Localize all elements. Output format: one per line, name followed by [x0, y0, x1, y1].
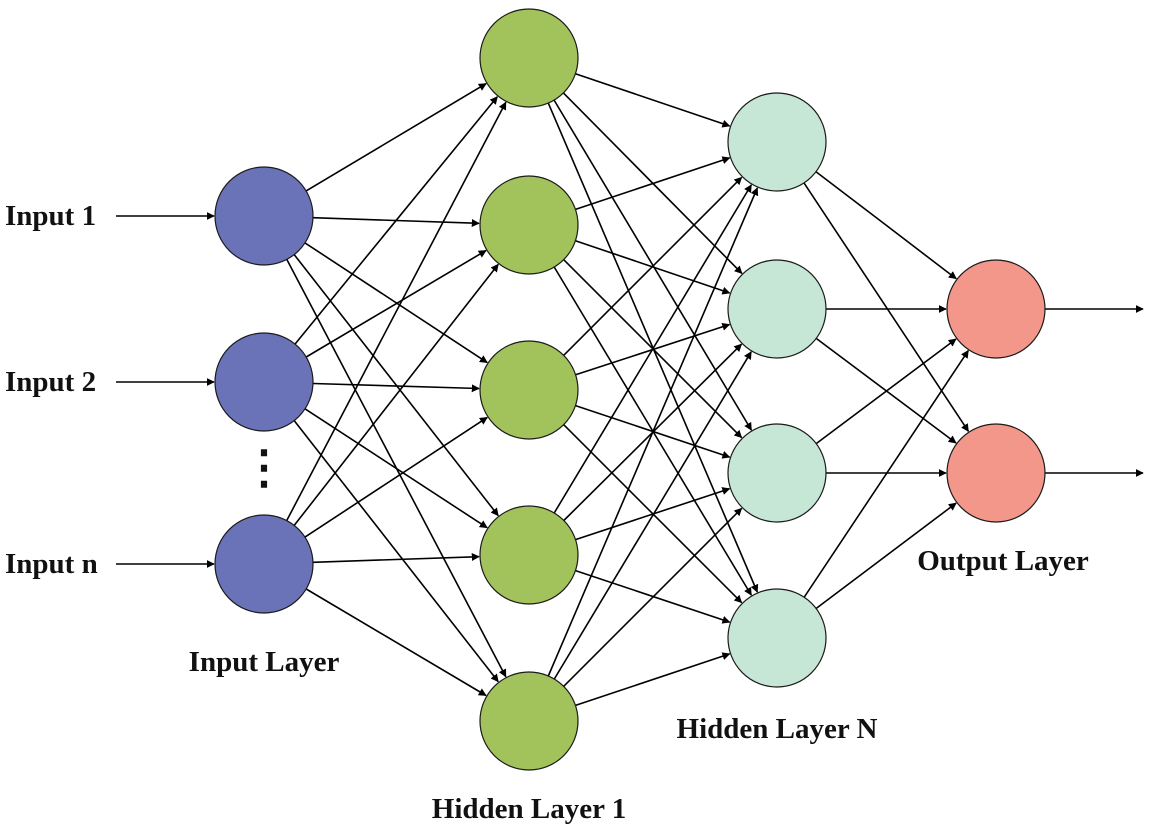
edge-input-1-to-hidden1-0: [294, 96, 498, 345]
edge-hiddenN-3-to-output-1: [815, 502, 957, 610]
io-arrows: [116, 212, 1144, 568]
ellipsis-dots: ⋮: [241, 442, 287, 493]
input-neuron-2: [214, 332, 314, 432]
neuron-nodes: [214, 8, 1046, 771]
edge-hiddenN-0-to-output-0: [815, 171, 957, 280]
hidden1-neuron-4: [479, 505, 579, 605]
edge-hidden1-1-to-hiddenN-0: [575, 156, 731, 211]
edge-input-1-to-hidden1-1: [305, 249, 487, 358]
edge-hiddenN-3-to-output-0: [803, 349, 969, 598]
hiddenN-neuron-1: [727, 92, 827, 192]
hidden1-neuron-3: [479, 340, 579, 440]
edge-hidden1-2-to-hiddenN-0: [563, 176, 743, 356]
input-1-label: Input 1: [5, 200, 96, 232]
hidden1-neuron-1: [479, 8, 579, 108]
edge-hiddenN-2-to-output-0: [815, 338, 957, 445]
edge-hiddenN-0-to-output-1: [803, 182, 970, 432]
edge-hidden1-4-to-hiddenN-3: [575, 652, 731, 707]
edge-hidden1-0-to-hiddenN-2: [553, 99, 753, 431]
edge-hidden1-4-to-hiddenN-2: [563, 507, 743, 687]
output-neuron-2: [946, 423, 1046, 523]
edge-input-0-to-hidden1-2: [304, 242, 488, 364]
edge-input-1-to-hidden1-4: [293, 420, 499, 683]
edge-input-2-to-hidden1-4: [305, 588, 487, 697]
edge-input-2-to-hidden1-1: [293, 263, 499, 526]
hidden1-neuron-2: [479, 175, 579, 275]
hidden1-neuron-5: [479, 671, 579, 771]
edge-hidden1-3-to-hiddenN-2: [575, 487, 731, 541]
edge-input-2-to-hidden1-2: [304, 416, 488, 538]
output-layer-label: Output Layer: [917, 545, 1089, 577]
input-neuron-3: [214, 514, 314, 614]
edge-hidden1-0-to-hiddenN-0: [575, 72, 731, 128]
edge-hidden1-4-to-hiddenN-1: [553, 351, 752, 680]
hiddenN-neuron-4: [727, 588, 827, 688]
edge-hidden1-4-to-hiddenN-0: [547, 187, 759, 677]
edge-input-2-to-hidden1-3: [312, 552, 480, 564]
edge-input-1-to-hidden1-2: [312, 382, 480, 393]
edge-input-0-to-hidden1-3: [293, 254, 499, 517]
output-neuron-1: [946, 259, 1046, 359]
input-2-label: Input 2: [5, 366, 96, 398]
input-neuron-1: [214, 166, 314, 266]
edge-input-2-to-hidden1-0: [285, 101, 507, 521]
hidden-layer-1-label: Hidden Layer 1: [432, 793, 626, 825]
input-layer-label: Input Layer: [189, 646, 340, 678]
hidden-layer-n-label: Hidden Layer N: [677, 713, 878, 745]
hiddenN-neuron-3: [727, 423, 827, 523]
edge-input-0-to-hidden1-0: [305, 82, 487, 192]
edge-hidden1-3-to-hiddenN-0: [553, 184, 752, 514]
connection-edges: [285, 72, 970, 707]
hiddenN-neuron-2: [727, 259, 827, 359]
input-n-label: Input n: [5, 548, 98, 580]
